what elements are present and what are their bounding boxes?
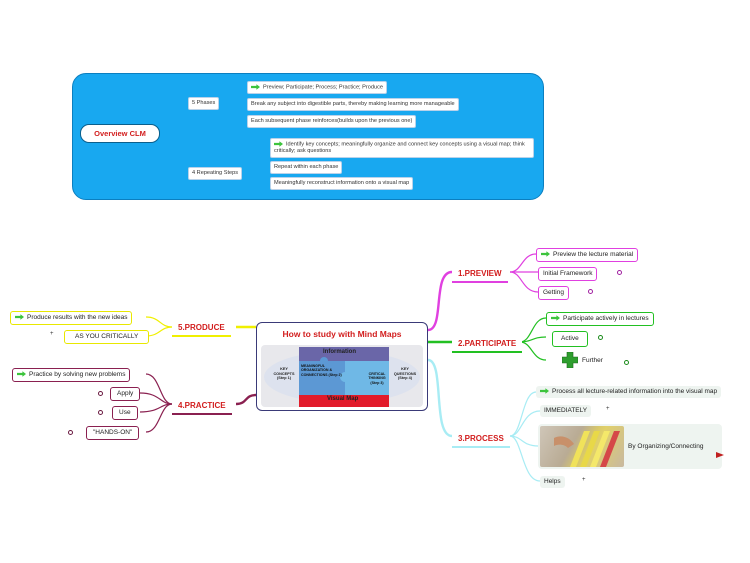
img-critical-label: CRITICAL THINKING (Step 3) xyxy=(368,372,386,385)
process-item-3[interactable]: By Organizing/Connecting xyxy=(538,424,722,469)
overview-title-text: Overview CLM xyxy=(94,129,146,138)
process-item-1[interactable]: Process all lecture-related information … xyxy=(536,386,722,398)
expand-icon[interactable] xyxy=(98,391,103,396)
phase-item-1[interactable]: Preview; Participate; Process; Practice;… xyxy=(247,81,388,95)
phase-item-2[interactable]: Break any subject into digestible parts,… xyxy=(247,98,459,111)
step-item-1[interactable]: Identify key concepts; meaningfully orga… xyxy=(270,138,534,159)
phase-item-1-text: Preview; Participate; Process; Practice;… xyxy=(263,84,384,91)
step-item-2[interactable]: Repeat within each phase xyxy=(270,161,343,174)
phase-item-3[interactable]: Each subsequent phase reinforces(builds … xyxy=(247,115,417,128)
phases-label[interactable]: 5 Phases xyxy=(188,97,220,110)
img-key-questions-label: KEY QUESTIONS (Step 4) xyxy=(393,367,417,381)
preview-item-1[interactable]: Preview the lecture material xyxy=(536,248,639,262)
preview-item-2[interactable]: Initial Framework xyxy=(538,267,598,281)
participate-item-2[interactable]: Active xyxy=(552,331,588,347)
practice-branch-label[interactable]: 4.PRACTICE xyxy=(172,398,232,415)
green-arrow-icon xyxy=(540,388,549,394)
expand-icon[interactable] xyxy=(68,430,73,435)
img-visual-map-label: Visual Map xyxy=(327,396,359,402)
participate-item-3[interactable]: Further xyxy=(582,357,603,364)
expand-icon[interactable] xyxy=(588,289,593,294)
practice-item-3[interactable]: Use xyxy=(112,406,138,420)
expand-icon[interactable] xyxy=(624,360,629,365)
img-key-concepts-label: KEY CONCEPTS (Step 1) xyxy=(273,367,295,381)
central-topic-image: Information KEY CONCEPTS (Step 1) MEANIN… xyxy=(261,345,423,407)
img-information-label: Information xyxy=(323,349,356,355)
plus-marker: + xyxy=(582,477,586,483)
green-arrow-icon xyxy=(551,315,560,321)
participate-item-1[interactable]: Participate actively in lectures xyxy=(546,312,654,326)
central-topic[interactable]: How to study with Mind Maps Information … xyxy=(256,322,428,411)
expand-icon[interactable] xyxy=(598,335,603,340)
steps-label[interactable]: 4 Repeating Steps xyxy=(188,167,243,180)
produce-branch-label[interactable]: 5.PRODUCE xyxy=(172,320,231,337)
preview-item-3[interactable]: Getting xyxy=(538,286,569,300)
process-item-2[interactable]: IMMEDIATELY xyxy=(540,405,592,417)
preview-branch-label[interactable]: 1.PREVIEW xyxy=(452,266,508,283)
preview-item-1-text: Preview the lecture material xyxy=(553,251,634,258)
practice-item-2[interactable]: Apply xyxy=(110,387,141,401)
participate-branch-label[interactable]: 2.PARTICIPATE xyxy=(452,336,523,353)
produce-item-2[interactable]: AS YOU CRITICALLY xyxy=(64,330,150,344)
process-item-4[interactable]: Helps xyxy=(540,476,565,488)
step-item-3[interactable]: Meaningfully reconstruct information ont… xyxy=(270,177,414,190)
practice-item-1-text: Practice by solving new problems xyxy=(29,371,126,378)
step-item-1-text: Identify key concepts; meaningfully orga… xyxy=(274,141,525,155)
process-photo xyxy=(540,426,624,467)
produce-item-1[interactable]: Produce results with the new ideas xyxy=(10,311,133,325)
plus-marker: + xyxy=(50,331,54,337)
img-meaningful-label: MEANINGFUL ORGANIZATION & CONNECTIONS (S… xyxy=(301,364,342,377)
process-branch-label[interactable]: 3.PROCESS xyxy=(452,431,510,448)
plus-marker: + xyxy=(606,406,610,412)
central-topic-title: How to study with Mind Maps xyxy=(282,329,402,339)
cross-icon xyxy=(561,351,579,369)
puzzle-illustration xyxy=(264,347,420,407)
produce-item-1-text: Produce results with the new ideas xyxy=(27,314,128,321)
expand-icon[interactable] xyxy=(617,270,622,275)
green-arrow-icon xyxy=(541,251,550,257)
green-arrow-icon xyxy=(15,314,24,320)
green-arrow-icon xyxy=(251,84,260,90)
expand-icon[interactable] xyxy=(98,410,103,415)
green-arrow-icon xyxy=(17,371,26,377)
participate-item-1-text: Participate actively in lectures xyxy=(563,315,649,322)
process-item-3-text: By Organizing/Connecting xyxy=(628,443,704,450)
process-item-1-text: Process all lecture-related information … xyxy=(552,388,718,395)
practice-item-1[interactable]: Practice by solving new problems xyxy=(12,368,131,382)
green-arrow-icon xyxy=(274,141,283,147)
overview-title[interactable]: Overview CLM xyxy=(80,124,160,143)
marker-icon xyxy=(716,445,724,458)
practice-item-4[interactable]: "HANDS-ON" xyxy=(86,426,140,440)
